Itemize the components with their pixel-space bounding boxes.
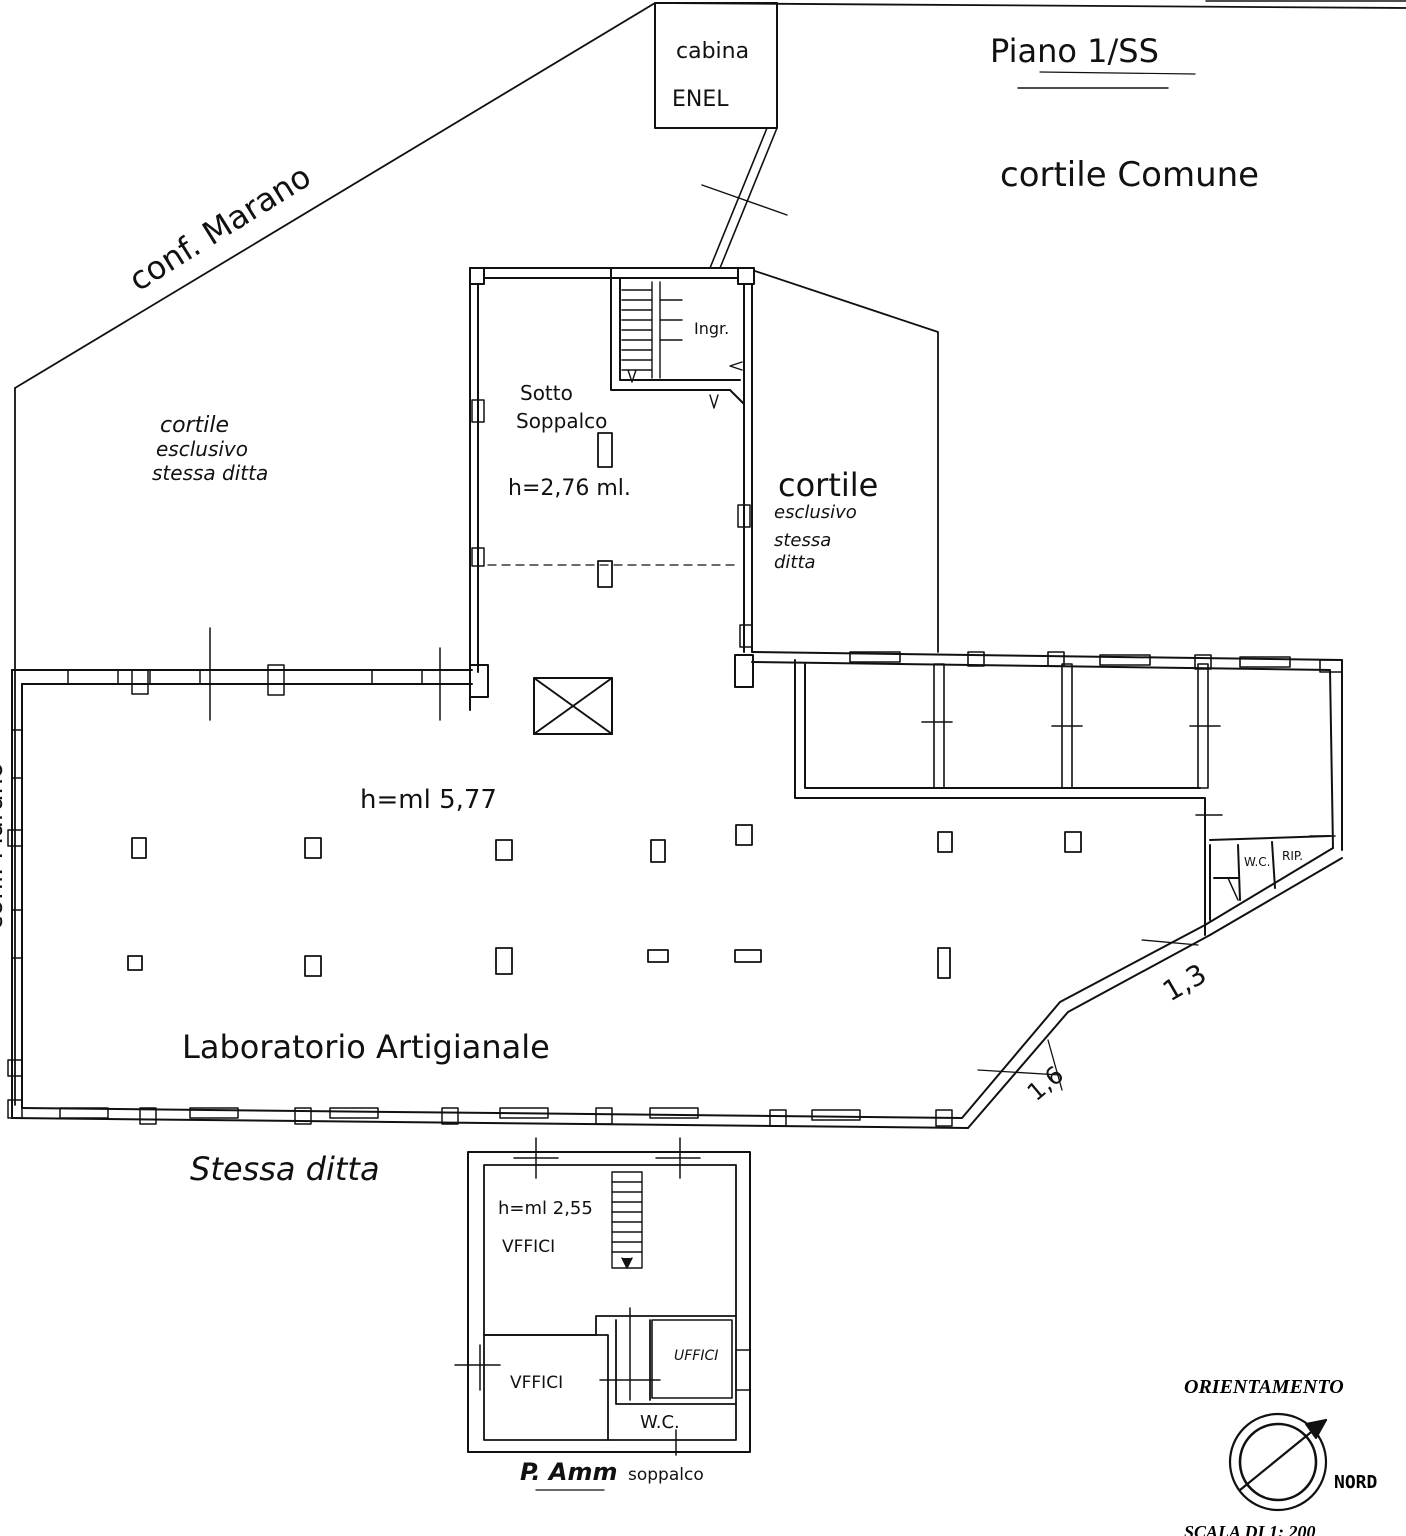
stair-steps: [621, 281, 743, 409]
skylight: [533, 677, 613, 735]
scale-label: SCALA DI 1: 200: [1184, 1522, 1316, 1536]
cabina-label-2: ENEL: [672, 87, 729, 112]
cabina-connector: [709, 127, 778, 269]
east-rooms-outer: [751, 651, 1343, 851]
office-stairs: [611, 1171, 643, 1269]
dimension-label-1: 1,3: [1157, 957, 1212, 1008]
rip-label: RIP.: [1282, 849, 1303, 863]
lab-wall-diagonal: [961, 924, 1211, 1129]
sotto-height-label: h=2,76 ml.: [508, 476, 631, 501]
plan-labels: Piano 1/SS cabina ENEL cortile Comune co…: [0, 32, 1378, 1536]
east-rooms-inner: [794, 659, 1206, 936]
cabina-enel-box: [654, 2, 778, 129]
office-height-label: h=ml 2,55: [498, 1198, 593, 1219]
cortile-east-label-4: ditta: [774, 552, 816, 573]
cortile-east-label-3: stessa: [774, 530, 831, 551]
cortile-boundary-east: [751, 269, 939, 653]
cortile-east-label-1: cortile: [778, 466, 878, 504]
cortile-west-label-2: esclusivo: [156, 437, 248, 461]
confine-west-label: conf. Marano: [0, 762, 9, 930]
pillars: [127, 432, 1082, 979]
lab-wall-south: [11, 1107, 969, 1129]
sotto-label-1: Sotto: [520, 381, 573, 405]
orientation-north-label: NORD: [1334, 1472, 1378, 1493]
uffici-right-label: UFFICI: [674, 1348, 718, 1364]
lab-windows: [7, 627, 953, 1127]
cabina-label-1: cabina: [676, 39, 749, 64]
compass-icon: [1228, 1412, 1328, 1512]
orientation-heading: ORIENTAMENTO: [1184, 1376, 1344, 1398]
p-amm-label: P. Amm: [520, 1458, 617, 1486]
plan-title: Piano 1/SS: [990, 32, 1159, 70]
main-height-label: h=ml 5,77: [360, 785, 497, 815]
lab-wall-north-west: [11, 669, 473, 685]
uffici-top-label: VFFICI: [502, 1237, 555, 1257]
main-room-label: Laboratorio Artigianale: [182, 1028, 550, 1066]
wc-office-label: W.C.: [640, 1412, 680, 1433]
lab-wall-diag-east: [1204, 847, 1343, 936]
office-block: [454, 1137, 751, 1491]
stair-box: [610, 267, 745, 405]
wc-small-label: W.C.: [1244, 855, 1271, 869]
ingresso-label: Ingr.: [694, 319, 729, 338]
cortile-west-label-1: cortile: [160, 413, 229, 438]
service-rooms: [1209, 835, 1331, 921]
confine-north-label: conf. Marano: [122, 157, 317, 299]
cortile-comune-label: cortile Comune: [1000, 155, 1259, 195]
sotto-label-2: Soppalco: [516, 409, 607, 433]
soppalco-label: soppalco: [628, 1465, 704, 1485]
stessa-ditta-south-label: Stessa ditta: [190, 1150, 380, 1188]
dimension-label-2: 1,6: [1022, 1061, 1069, 1107]
cortile-east-label-2: esclusivo: [774, 502, 857, 523]
cortile-west-label-3: stessa ditta: [152, 461, 268, 485]
lab-wall-west: [11, 669, 23, 1119]
uffici-left-label: VFFICI: [510, 1373, 563, 1393]
